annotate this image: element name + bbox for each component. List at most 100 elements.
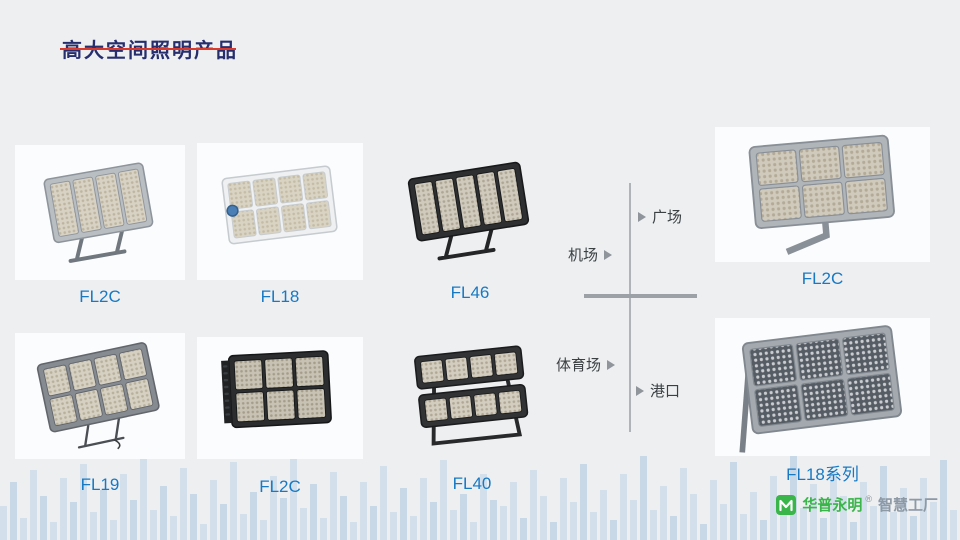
equalizer-bar	[910, 516, 917, 540]
equalizer-bar	[450, 510, 457, 540]
equalizer-bars-decoration	[0, 440, 960, 540]
equalizer-bar	[660, 486, 667, 540]
equalizer-bar	[800, 508, 807, 540]
equalizer-bar	[40, 496, 47, 540]
equalizer-bar	[170, 516, 177, 540]
equalizer-bar	[720, 504, 727, 540]
equalizer-bar	[230, 462, 237, 540]
equalizer-bar	[890, 512, 897, 540]
equalizer-bar	[340, 496, 347, 540]
product-image-box	[715, 127, 930, 262]
equalizer-bar	[550, 522, 557, 540]
equalizer-bar	[680, 468, 687, 540]
product-image-box	[197, 337, 363, 459]
equalizer-bar	[670, 516, 677, 540]
product-image-box	[15, 333, 185, 459]
equalizer-bar	[410, 516, 417, 540]
equalizer-bar	[460, 494, 467, 540]
equalizer-bar	[880, 466, 887, 540]
product-fl2c-top: FL2C	[15, 145, 185, 307]
equalizer-bar	[590, 512, 597, 540]
equalizer-bar	[360, 482, 367, 540]
equalizer-bar	[580, 464, 587, 540]
product-label: FL40	[452, 474, 492, 493]
title-block: 高大空间照明产品	[60, 34, 238, 63]
equalizer-bar	[400, 488, 407, 540]
axis-label-text: 港口	[650, 383, 681, 400]
axis-label-airport: 机场	[568, 244, 613, 265]
equalizer-bar	[430, 502, 437, 540]
equalizer-bar	[150, 510, 157, 540]
equalizer-bar	[160, 486, 167, 540]
title-red-line	[60, 48, 236, 50]
equalizer-bar	[630, 500, 637, 540]
equalizer-bar	[370, 506, 377, 540]
equalizer-bar	[570, 502, 577, 540]
equalizer-bar	[700, 524, 707, 540]
equalizer-bar	[900, 488, 907, 540]
brand-logo: 华普永明 ® 智慧工厂	[776, 494, 938, 515]
equalizer-bar	[870, 506, 877, 540]
floodlight-image	[36, 341, 160, 449]
floodlight-image	[220, 350, 332, 429]
product-label: FL46	[450, 283, 490, 302]
equalizer-bar	[180, 468, 187, 540]
product-fl2c-right: FL2C	[715, 127, 930, 289]
equalizer-bar	[10, 482, 17, 540]
product-label: FL19	[80, 475, 120, 494]
equalizer-bar	[780, 498, 787, 540]
brand-name: 华普永明	[802, 497, 863, 514]
equalizer-bar	[50, 522, 57, 540]
equalizer-bar	[610, 520, 617, 540]
equalizer-bar	[540, 496, 547, 540]
product-image-box	[388, 336, 556, 460]
equalizer-bar	[930, 502, 937, 540]
floodlight-image	[413, 346, 528, 447]
equalizer-bar	[650, 510, 657, 540]
equalizer-bar	[830, 472, 837, 540]
product-fl40: FL40	[388, 336, 556, 494]
equalizer-bar	[260, 520, 267, 540]
axis-label-plaza: 广场	[638, 206, 682, 227]
equalizer-bar	[500, 506, 507, 540]
equalizer-bar	[730, 462, 737, 540]
registered-mark: ®	[865, 494, 872, 504]
equalizer-bar	[520, 518, 527, 540]
equalizer-bar	[60, 478, 67, 540]
floodlight-image	[43, 162, 154, 263]
equalizer-bar	[330, 472, 337, 540]
triangle-icon	[607, 359, 616, 370]
product-image-box	[197, 143, 363, 280]
equalizer-bar	[690, 494, 697, 540]
equalizer-bar	[270, 476, 277, 540]
product-label: FL2C	[79, 287, 121, 306]
equalizer-bar	[560, 478, 567, 540]
equalizer-bar	[920, 478, 927, 540]
product-image-box	[15, 145, 185, 280]
equalizer-bar	[250, 492, 257, 540]
axis-label-text: 机场	[568, 247, 599, 264]
equalizer-bar	[840, 496, 847, 540]
equalizer-bar	[640, 456, 647, 540]
equalizer-bar	[750, 492, 757, 540]
equalizer-bar	[390, 512, 397, 540]
product-label: FL2C	[259, 477, 301, 496]
equalizer-bar	[760, 520, 767, 540]
equalizer-bar	[240, 514, 247, 540]
equalizer-bar	[220, 504, 227, 540]
floodlight-image	[221, 165, 338, 245]
axis-horizontal-line	[584, 294, 697, 298]
axis-label-stadium: 体育场	[556, 354, 616, 375]
equalizer-bar	[380, 466, 387, 540]
equalizer-bar	[70, 502, 77, 540]
equalizer-bar	[600, 490, 607, 540]
equalizer-bar	[210, 480, 217, 540]
equalizer-bar	[420, 478, 427, 540]
floodlight-image	[748, 134, 895, 255]
equalizer-bar	[310, 484, 317, 540]
product-fl19: FL19	[15, 333, 185, 495]
equalizer-bar	[280, 498, 287, 540]
equalizer-bar	[850, 522, 857, 540]
equalizer-bar	[20, 518, 27, 540]
triangle-icon	[604, 249, 613, 260]
